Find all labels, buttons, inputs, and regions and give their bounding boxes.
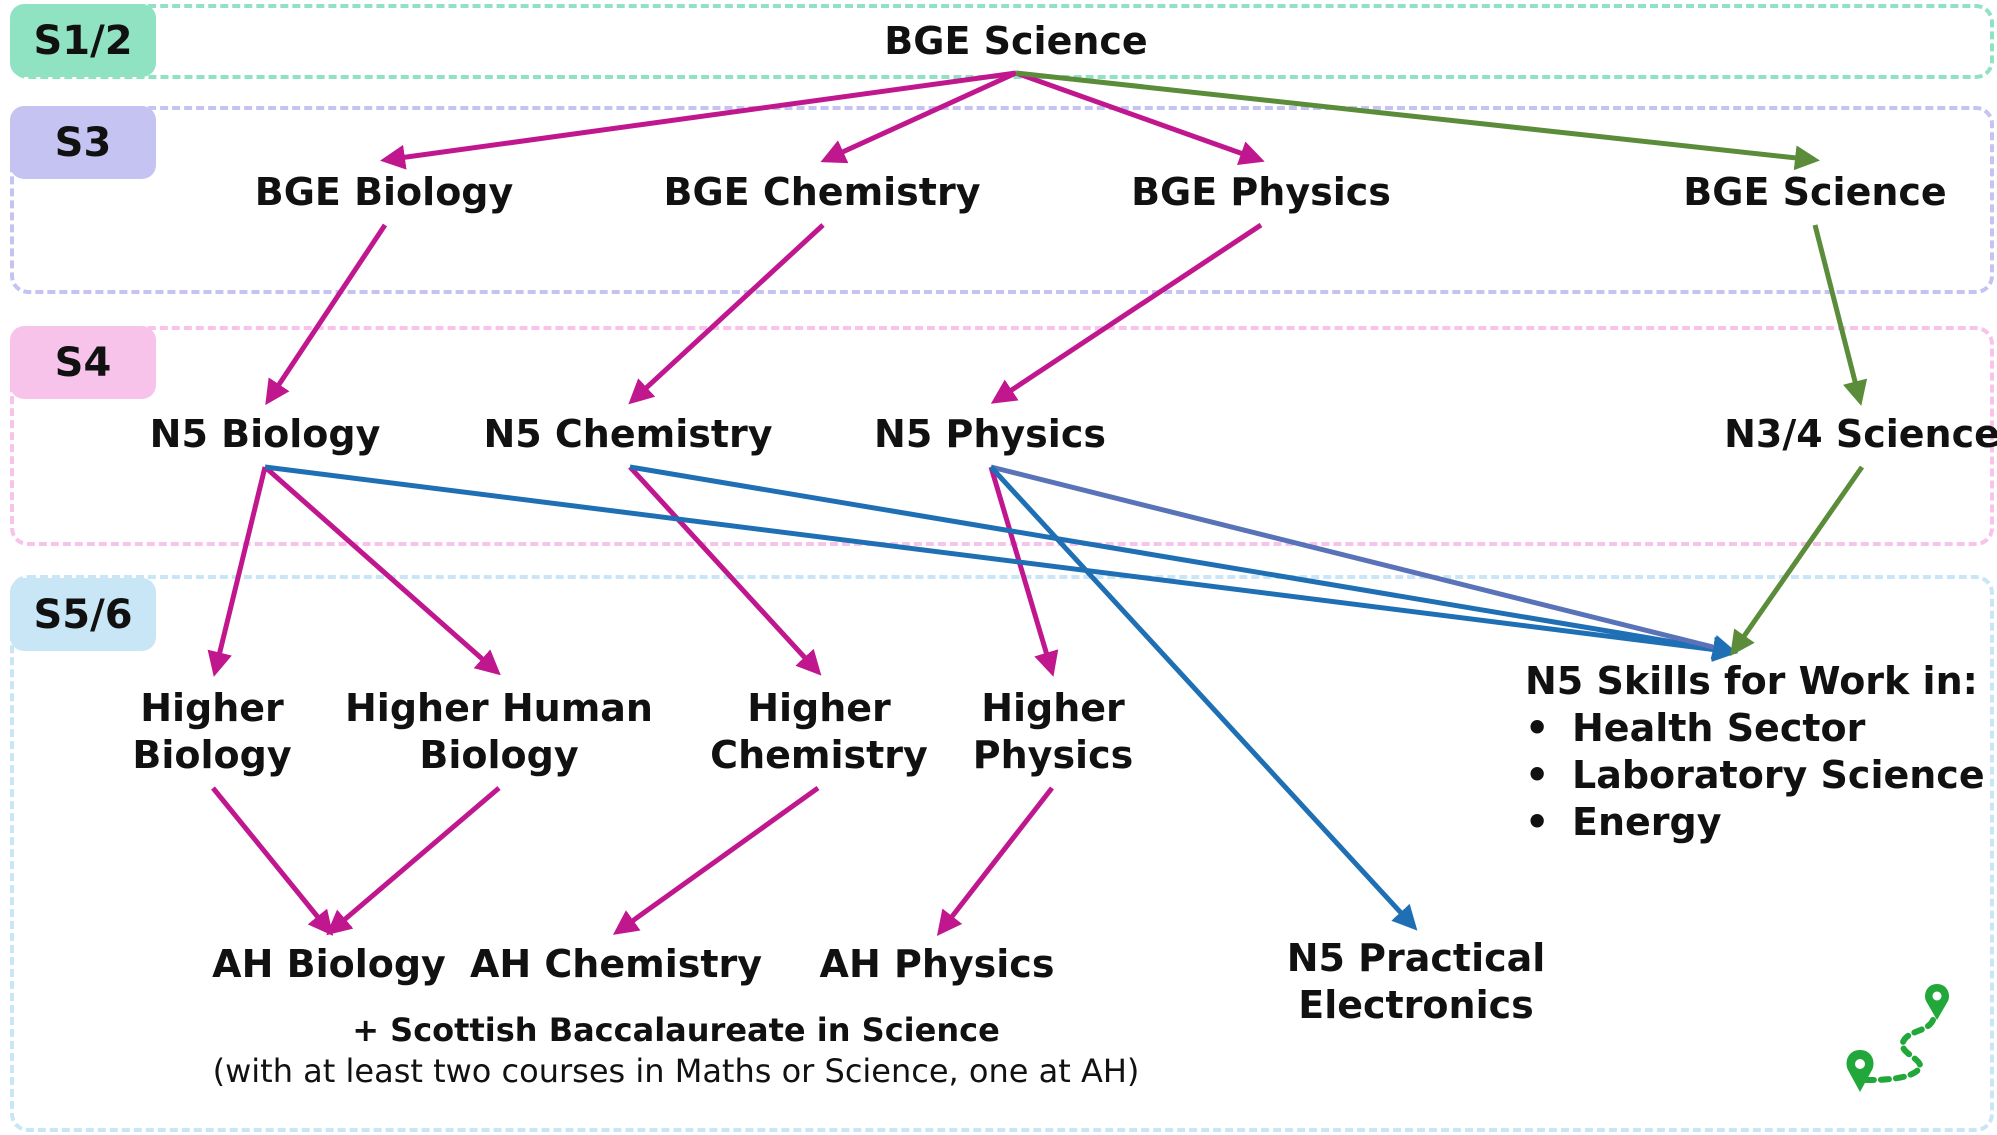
arrow-n5-biology-to-skills <box>264 464 1738 662</box>
skills-item: •Health Sector <box>1525 706 1866 750</box>
arrow-bge-science-to-bge-science-s3 <box>1015 70 1820 171</box>
node-n5-biology: N5 Biology <box>149 412 381 456</box>
arrow-n5-biology-to-higher-human-biology <box>263 465 501 676</box>
node-n5-physics: N5 Physics <box>874 412 1106 456</box>
arrow-higher-chemistry-to-ah-chemistry <box>612 785 820 935</box>
node-bge-chemistry: BGE Chemistry <box>663 170 981 214</box>
node-bge-science-s3: BGE Science <box>1683 170 1947 214</box>
skills-item: •Energy <box>1525 800 1722 844</box>
arrow-n5-biology-to-higher-biology <box>207 466 268 677</box>
node-n5-skills-for-work: N5 Skills for Work in: •Health Sector •L… <box>1525 658 1985 846</box>
stage-label-s4: S4 <box>10 326 156 399</box>
arrow-higher-human-biology-to-ah-biology <box>326 786 501 936</box>
node-bge-physics: BGE Physics <box>1131 170 1391 214</box>
node-bge-science-top: BGE Science <box>884 19 1148 63</box>
node-bge-biology: BGE Biology <box>254 170 514 214</box>
node-ah-physics: AH Physics <box>819 942 1055 986</box>
skills-heading: N5 Skills for Work in: <box>1525 659 1978 703</box>
arrow-bge-chemistry-to-n5-chemistry <box>628 223 825 405</box>
baccalaureate-note: + Scottish Baccalaureate in Science (wit… <box>212 1011 1140 1090</box>
stage-label-s3: S3 <box>10 106 156 179</box>
arrow-higher-biology-to-ah-biology <box>211 786 334 936</box>
arrow-higher-physics-to-ah-physics <box>936 786 1054 936</box>
arrow-n5-physics-to-higher-physics <box>988 466 1059 677</box>
arrow-bge-science-s3-to-n34-science <box>1812 224 1868 406</box>
stage-label-s56: S5/6 <box>10 578 156 651</box>
arrow-n5-physics-to-skills <box>990 464 1738 660</box>
node-n5-chemistry: N5 Chemistry <box>483 412 773 456</box>
node-n34-science: N3/4 Science <box>1724 412 1997 456</box>
arrow-n5-chemistry-to-skills <box>629 464 1738 662</box>
stage-band-s3 <box>10 106 1994 294</box>
skills-list: •Health Sector •Laboratory Science •Ener… <box>1525 705 1985 846</box>
stage-band-s56 <box>10 575 1994 1132</box>
arrow-bge-science-to-bge-biology <box>380 70 1017 170</box>
route-map-icon <box>1846 984 1949 1092</box>
node-ah-chemistry: AH Chemistry <box>469 942 763 986</box>
arrow-bge-biology-to-n5-biology <box>265 223 388 406</box>
skills-item: •Laboratory Science <box>1525 753 1985 797</box>
arrow-bge-science-to-bge-physics <box>1015 70 1265 166</box>
arrow-n5-physics-to-practical-electronics <box>989 465 1418 931</box>
arrow-n34-science-to-skills <box>1730 465 1865 657</box>
stage-label-s12: S1/2 <box>10 4 156 77</box>
arrow-bge-science-to-bge-chemistry <box>820 70 1018 164</box>
node-ah-biology: AH Biology <box>212 942 446 986</box>
arrow-bge-physics-to-n5-physics <box>990 222 1263 404</box>
arrow-n5-chemistry-to-higher-chemistry <box>628 465 822 676</box>
stage-band-s4 <box>10 326 1994 546</box>
